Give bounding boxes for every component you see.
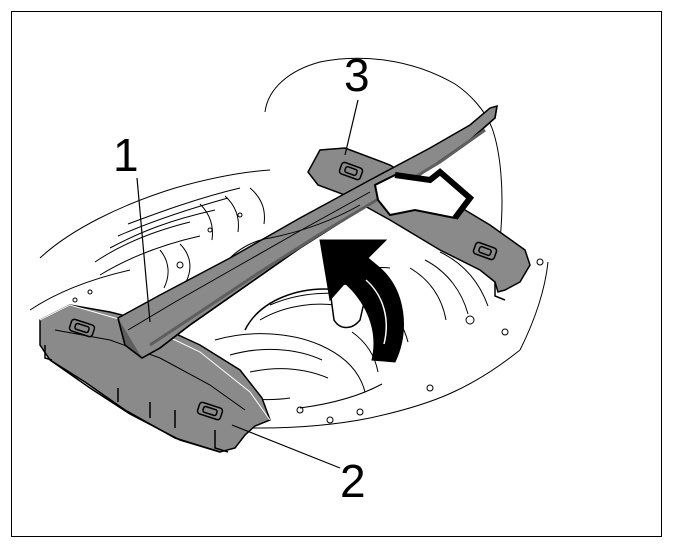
leader-3: [344, 99, 359, 156]
floor-left-edge: [29, 269, 131, 311]
leader-1: [136, 177, 151, 323]
leader-2: [231, 424, 341, 469]
rear-body-outline: [264, 57, 503, 241]
floor-outline-right: [519, 261, 549, 351]
callout-1: 1: [113, 129, 139, 181]
mounting-holes: [72, 212, 544, 424]
leader-lines: [136, 99, 359, 469]
part-1-floor-panel: [117, 104, 498, 359]
lift-up-arrow: [319, 239, 404, 363]
floor-ribs-left: [94, 187, 265, 289]
wheel-arch-left-outline: [39, 169, 271, 259]
callout-2: 2: [340, 455, 366, 507]
callout-3: 3: [344, 49, 370, 101]
